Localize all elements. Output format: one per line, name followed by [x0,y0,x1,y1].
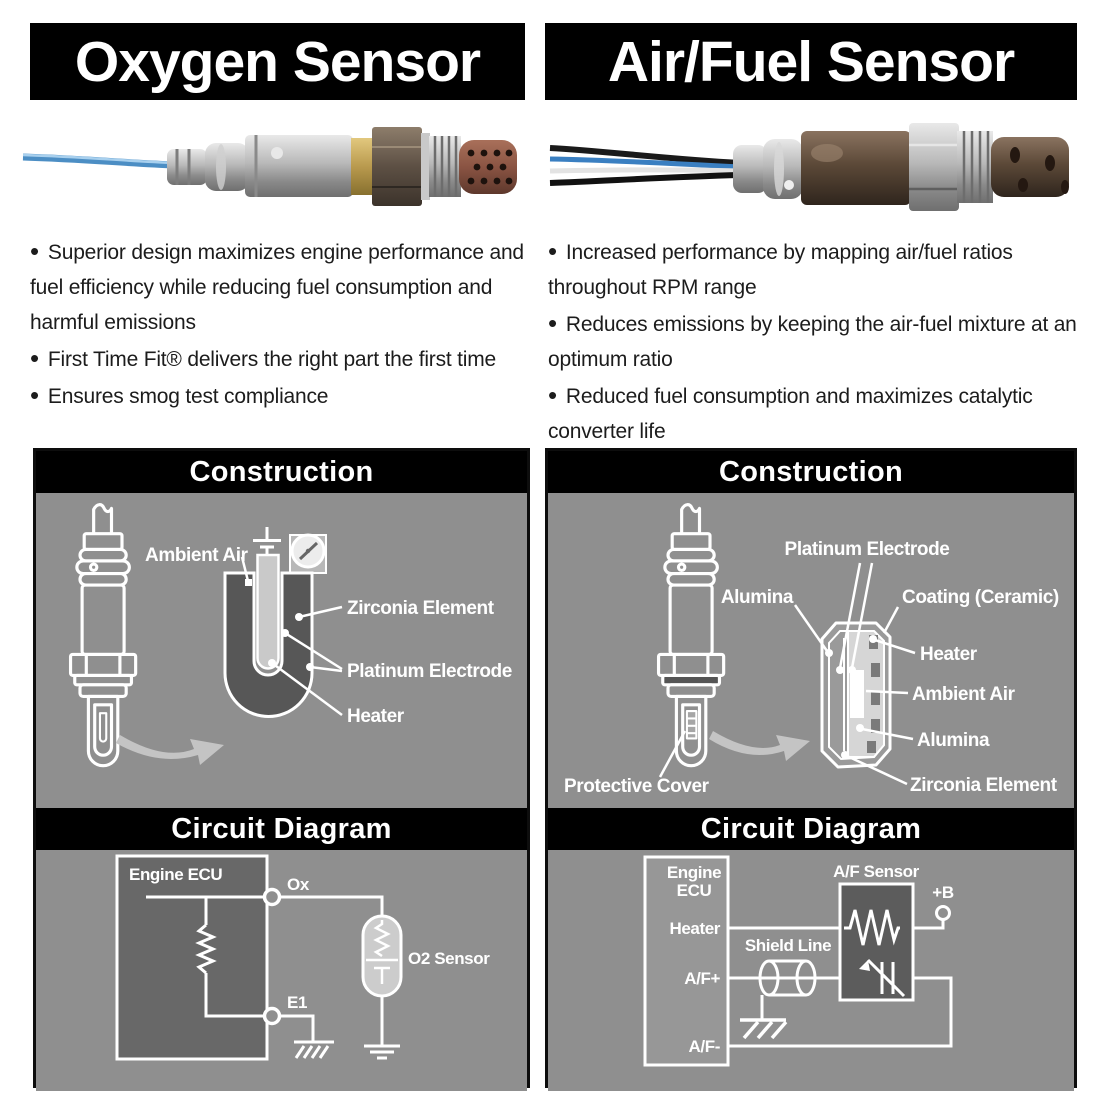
circuit-header-left: Circuit Diagram [36,808,527,850]
ambient-air-channel [850,670,864,718]
leader-lines [658,562,916,786]
oxygen-sensor-image [22,127,517,206]
air-fuel-sensor-title: Air/Fuel Sensor [607,29,1015,94]
label-engine-ecu: Engine ECU [129,865,222,884]
label-e1: E1 [287,993,307,1012]
label-o2-sensor: O2 Sensor [408,949,490,968]
label-platinum-electrode: Platinum Electrode [785,539,950,560]
air-fuel-circuit-area: Engine ECU [548,850,1074,1091]
bullet-text: First Time Fit® delivers the right part … [47,348,497,371]
oxygen-construction-area: Ambient Air Zirconia Element Platinum El… [36,493,527,808]
label-af-plus: A/F+ [684,969,720,988]
oxygen-sensor-diagram-panel: Construction [33,448,530,1091]
bullet-text: Reduced fuel consumption and maximizes c… [548,385,1033,443]
e1-terminal [262,1006,282,1026]
label-af-sensor: A/F Sensor [833,862,920,881]
arrow-icon [709,731,810,761]
label-zirconia-element: Zirconia Element [347,598,495,619]
list-item: Increased performance by mapping air/fue… [548,233,1096,305]
sensor-outline-drawing [68,503,138,768]
list-item: First Time Fit® delivers the right part … [30,340,530,377]
construction-header-right: Construction [548,451,1074,493]
label-engine: Engine [667,863,721,882]
bullet-text: Reduces emissions by keeping the air-fue… [548,313,1077,371]
circuit-header-right: Circuit Diagram [548,808,1074,850]
air-fuel-construction-diagram: Platinum Electrode Alumina Coating (Cera… [564,503,1059,797]
label-shield-line: Shield Line [745,936,831,955]
air-fuel-circuit-diagram: Engine ECU [643,855,954,1067]
label-coating-ceramic: Coating (Ceramic) [902,587,1059,608]
air-fuel-sensor-features: Increased performance by mapping air/fue… [548,233,1096,449]
label-heater: Heater [347,706,405,727]
air-fuel-diagram-panel: Construction [545,448,1077,1091]
bullet-text: Superior design maximizes engine perform… [30,241,524,334]
battery-symbol [253,527,281,555]
label-protective-cover: Protective Cover [564,776,710,797]
list-item: Reduced fuel consumption and maximizes c… [548,377,1096,449]
plus-b-terminal [935,905,951,921]
circuit-wires [728,920,953,1048]
leader-dots [825,635,877,759]
oxygen-sensor-features: Superior design maximizes engine perform… [30,233,530,414]
label-alumina-top: Alumina [721,587,794,608]
label-zirconia-element: Zirconia Element [910,775,1058,796]
label-ecu: ECU [677,881,712,900]
label-af-minus: A/F- [689,1037,720,1056]
air-fuel-construction-area: Platinum Electrode Alumina Coating (Cera… [548,493,1074,808]
circuit-header-text: Circuit Diagram [700,812,922,845]
air-fuel-sensor-title-bar: Air/Fuel Sensor [545,23,1077,100]
engine-ecu-box [115,854,269,1061]
label-plus-b: +B [932,883,954,902]
heater-resistor [844,909,900,946]
circuit-header-text: Circuit Diagram [171,812,392,845]
oxygen-sensor-photo [22,127,517,206]
sensor-outline-drawing [656,503,726,768]
construction-header-left: Construction [36,451,527,493]
arrow-icon [116,735,224,765]
leader-dots [268,613,314,671]
list-item: Reduces emissions by keeping the air-fue… [548,305,1096,377]
label-heater: Heater [920,644,978,665]
chassis-ground [740,1018,788,1040]
bullet-text: Ensures smog test compliance [47,385,329,408]
oxygen-circuit-diagram: Engine ECU [115,854,491,1061]
label-heater: Heater [669,919,720,938]
ox-terminal [262,887,282,907]
label-ambient-air: Ambient Air [912,684,1016,705]
oxygen-sensor-title: Oxygen Sensor [74,29,481,94]
construction-header-text: Construction [718,455,904,488]
leader-dot [245,579,252,586]
shield-line-symbol [758,959,817,997]
label-platinum-electrode: Platinum Electrode [347,661,512,682]
zirconia-element-shape [223,571,314,718]
construction-header-text: Construction [189,455,374,488]
label-ambient-air: Ambient Air [145,545,249,566]
list-item: Superior design maximizes engine perform… [30,233,530,340]
list-item: Ensures smog test compliance [30,377,530,414]
chassis-ground [294,1040,334,1059]
circuit-wires [146,895,384,1046]
variable-element [859,958,906,998]
gauge-icon [289,533,327,574]
leader-lines [240,556,343,717]
oxygen-circuit-area: Engine ECU [36,850,527,1091]
air-fuel-sensor-photo [549,123,1069,211]
air-fuel-sensor-image [549,123,1069,211]
earth-ground [364,1044,400,1060]
oxygen-construction-diagram: Ambient Air Zirconia Element Platinum El… [68,503,512,768]
af-sensor-box [838,882,915,1002]
bullet-text: Increased performance by mapping air/fue… [548,241,1013,299]
o2-sensor-internals [366,920,398,984]
engine-ecu-box [643,855,730,1067]
oxygen-sensor-title-bar: Oxygen Sensor [30,23,525,100]
heater-rod-shape [256,553,280,670]
label-ox: Ox [287,875,310,894]
label-alumina-bottom: Alumina [917,730,990,751]
